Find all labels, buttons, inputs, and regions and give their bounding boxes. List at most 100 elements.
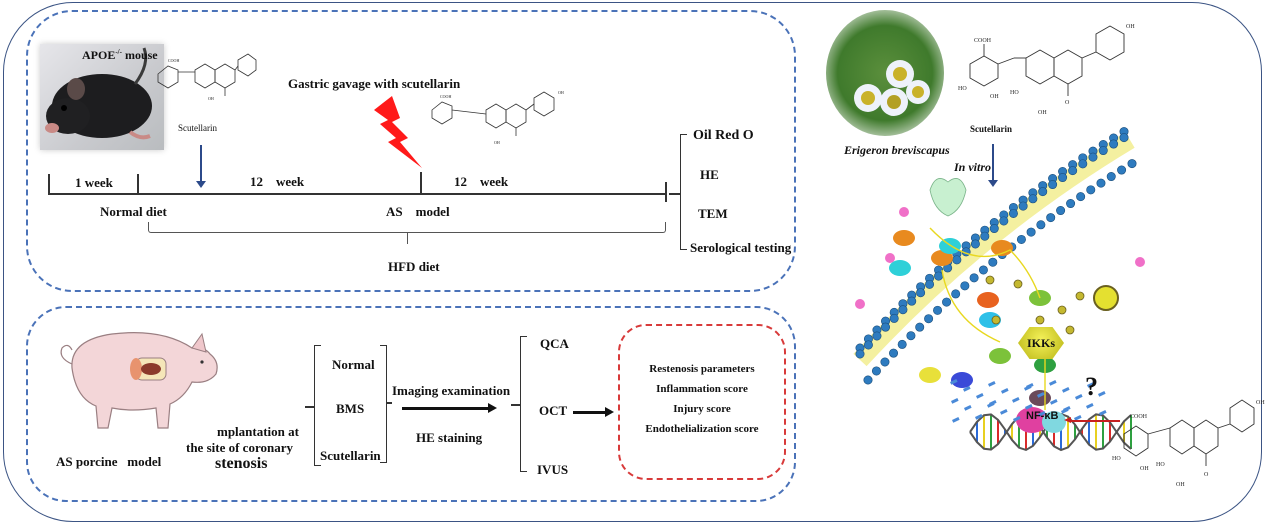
signaling-node [951,372,973,388]
group-item: BMS [336,401,365,416]
membrane-bead [897,339,907,349]
svg-text:OH: OH [1256,400,1265,406]
particle [991,315,1001,325]
fragment [976,393,984,399]
scutellarin-structure-bottom: COOH OH HO OH HO OH O [1112,399,1265,488]
fragment [1000,409,1008,415]
down-arrow [992,144,994,182]
scutellarin-structure-large: COOH OH HO OH HO OH O [958,24,1135,116]
ligand [1093,285,1119,311]
arrowhead-icon [1064,417,1071,423]
scutellarin-label-small: Scutellarin [178,123,217,133]
membrane-bead [1048,180,1058,190]
svg-text:OH: OH [1176,482,1185,488]
fragment [989,400,997,406]
inhibition-arrow [1070,420,1120,422]
membrane-bead [1066,199,1076,209]
result-item: Injury score [673,403,731,415]
implant-line-1: mplantation at [217,424,299,439]
svg-text:OH: OH [1140,466,1149,472]
results-box [618,324,786,480]
membrane-bead [978,265,988,275]
fragment [1098,410,1107,416]
timeline-segment-label: 12 week [250,174,305,189]
imaging-item: QCA [540,336,569,351]
implant-line-3: stenosis [215,455,268,472]
ikks-label: IKKs [1026,335,1055,350]
membrane-bead [960,281,970,291]
scutellarin-structure-small-2: COOH OH OH [431,90,564,145]
normal-diet-label: Normal diet [100,204,167,219]
fragment [951,398,959,404]
membrane-bead [906,331,916,341]
imaging-examination-label: Imaging examination [392,383,511,398]
particle [1057,305,1067,315]
down-arrow [200,145,202,183]
arrowhead-icon [488,403,497,413]
question-mark: ? [1085,372,1098,401]
mouse-experiment-panel [26,10,796,292]
membrane-bead [999,216,1009,226]
membrane-bead [1056,206,1066,216]
svg-text:OH: OH [208,96,214,101]
timeline-tick [137,174,139,194]
outcome-item: HE [700,167,719,182]
particle [1013,279,1023,289]
porcine-experiment-panel [26,306,796,502]
membrane-bead [889,313,899,323]
ion [1135,257,1145,267]
scutellarin-label-large: Scutellarin [970,124,1012,134]
membrane-bead [1018,201,1028,211]
timeline-segment-label: 12 week [454,174,509,189]
membrane-bead [880,357,890,367]
svg-text:OH: OH [1038,110,1047,116]
imaging-bracket [520,336,527,472]
fragment [1062,406,1071,412]
signaling-node [919,367,941,383]
membrane-bead [872,331,882,341]
membrane-bead [898,305,908,315]
membrane-bead [855,349,865,359]
result-arrow [573,411,607,414]
hfd-brace-stem [407,232,409,244]
membrane-bead [988,257,998,267]
signaling-node [989,348,1011,364]
result-item: Endothelialization score [645,423,759,435]
membrane-bead [863,375,873,385]
receptor [929,178,967,217]
membrane-bead [1109,139,1119,149]
particle [1035,315,1045,325]
fragment [1074,394,1083,400]
imaging-connector [511,404,521,406]
membrane-bead [1026,227,1036,237]
signaling-node [1029,390,1051,406]
membrane-bead [1028,194,1038,204]
scutellarin-structure-small-1: COOH OH [157,53,257,101]
membrane-bead [1098,146,1108,156]
membrane-bead [1038,187,1048,197]
membrane-bead [1096,178,1106,188]
groups-left-bracket [314,345,321,466]
erigeron-label: Erigeron breviscapus [844,143,950,157]
fragment [1061,387,1070,393]
membrane-bead [863,340,873,350]
erigeron-photo [826,10,944,136]
svg-text:OH: OH [1126,24,1135,30]
svg-text:COOH: COOH [168,58,179,63]
signaling-node [939,238,961,254]
membrane-bead [915,322,925,332]
membrane-bead [1076,192,1086,202]
lightning-icon [374,96,422,168]
signaling-node [931,250,953,266]
fragment [1098,391,1106,397]
outcome-item: TEM [698,206,728,221]
particle [1065,325,1075,335]
group-item: Normal [332,357,375,372]
membrane-bead [1117,165,1127,175]
result-item: Inflammation score [656,383,748,395]
membrane-bead [1119,133,1129,143]
fragment [1086,382,1095,388]
gavage-label: Gastric gavage with scutellarin [288,76,461,91]
membrane-bead [1036,220,1046,230]
fragment [1049,399,1058,405]
